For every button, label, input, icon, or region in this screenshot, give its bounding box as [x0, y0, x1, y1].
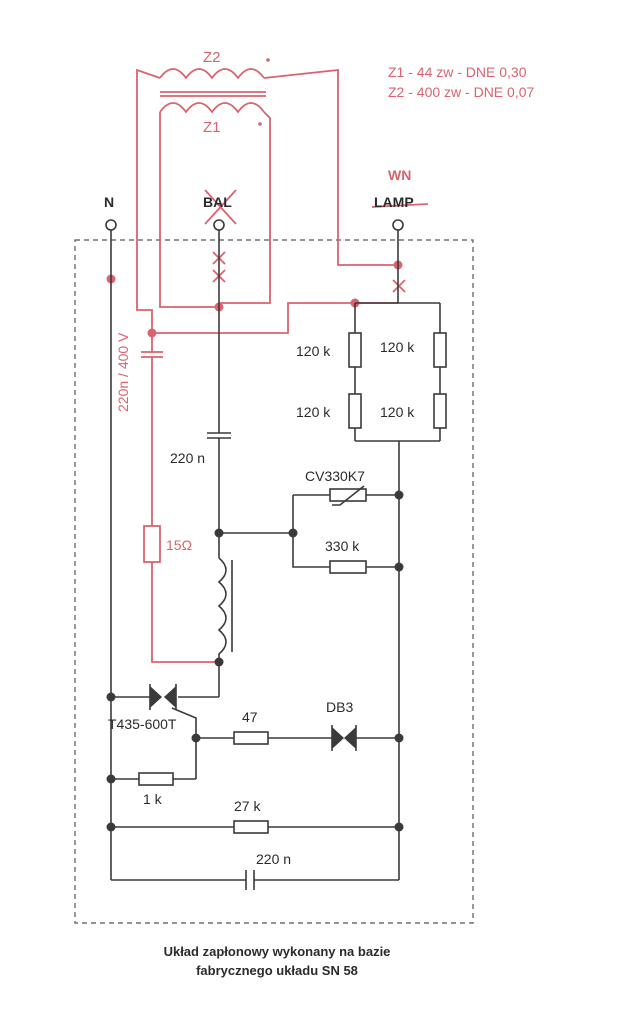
terminal-n: [105, 219, 117, 231]
label-varistor: CV330K7: [305, 468, 365, 484]
label-diac: DB3: [326, 699, 353, 715]
label-wn: WN: [388, 167, 411, 183]
junction-1k-n: [106, 774, 116, 784]
label-triac: T435-600T: [108, 716, 177, 732]
junction-diac-rail: [394, 733, 404, 743]
label-terminal-lamp: LAMP: [374, 194, 414, 210]
label-cap-220n: 220 n: [170, 450, 205, 466]
label-r120k-bottom-right: 120 k: [380, 404, 415, 420]
z2-right-lead: [263, 68, 398, 266]
label-r47: 47: [242, 709, 258, 725]
junction-27k-n: [106, 822, 116, 832]
triac-symbol-a: [150, 686, 162, 708]
label-cap-bottom: 220 n: [256, 851, 291, 867]
label-terminal-n: N: [104, 194, 114, 210]
label-r120k-top-left: 120 k: [296, 343, 331, 359]
label-r120k-top-right: 120 k: [380, 339, 415, 355]
z1-start-dot: [258, 122, 262, 126]
cap-link-wire: [152, 302, 398, 334]
label-r27k: 27 k: [234, 798, 261, 814]
note-z1-spec: Z1 - 44 zw - DNE 0,30: [388, 64, 527, 80]
r-330k-body: [329, 560, 367, 574]
varistor-branch-wire: [292, 495, 330, 568]
z1-left-lead: [159, 112, 219, 308]
label-z1: Z1: [203, 119, 221, 136]
terminal-lamp: [392, 219, 404, 231]
z1-coil: [159, 102, 265, 114]
label-r330k: 330 k: [325, 538, 360, 554]
modification-group: [106, 58, 429, 663]
label-terminal-bal: BAL: [203, 194, 232, 210]
junction-27k-rail: [394, 822, 404, 832]
lamp-cut-cross: [392, 279, 406, 293]
varistor-mark: [332, 485, 365, 506]
r15-body: [143, 525, 161, 563]
triac-gate-wire: [171, 707, 197, 738]
label-r15ohm: 15Ω: [166, 537, 192, 553]
caption-line-2: fabrycznego układu SN 58: [196, 963, 358, 978]
junction-varistor-branch: [288, 528, 298, 538]
diac-symbol-a: [332, 727, 344, 749]
r-1k-body: [138, 772, 174, 786]
z1-right-lead: [219, 111, 271, 304]
note-z2-spec: Z2 - 400 zw - DNE 0,07: [388, 84, 534, 100]
inductor-coil: [217, 557, 227, 660]
z2-left-lead: [136, 68, 161, 333]
r-27k-body: [233, 820, 269, 834]
bal-strike-cross: [204, 189, 237, 225]
r-120k-top-right: [433, 332, 447, 368]
diac-symbol-b: [344, 727, 356, 749]
z2-start-dot: [266, 58, 270, 62]
caption-line-1: Układ zapłonowy wykonany na bazie: [164, 944, 391, 959]
r-47-body: [233, 731, 269, 745]
junction-330k: [394, 562, 404, 572]
z2-coil: [159, 68, 265, 80]
junction-bal-node: [214, 528, 224, 538]
label-r1k: 1 k: [143, 791, 163, 807]
label-r120k-bottom-left: 120 k: [296, 404, 331, 420]
r-120k-bottom-left: [348, 393, 362, 429]
label-z2: Z2: [203, 49, 221, 66]
enclosure-outline: [74, 239, 474, 924]
r-120k-top-left: [348, 332, 362, 368]
label-cap-red: 220n / 400 V: [115, 332, 131, 412]
junction-inductor-bottom: [214, 657, 224, 667]
red-junction-cap: [147, 328, 157, 338]
junction-triac-n: [106, 692, 116, 702]
terminal-bal: [213, 219, 225, 231]
lamp-strike-line: [371, 203, 429, 208]
junction-gate: [191, 733, 201, 743]
triac-symbol-b: [164, 686, 176, 708]
junction-bridge: [394, 490, 404, 500]
r-120k-bottom-right: [433, 393, 447, 429]
r15-lead-bottom: [151, 562, 219, 663]
